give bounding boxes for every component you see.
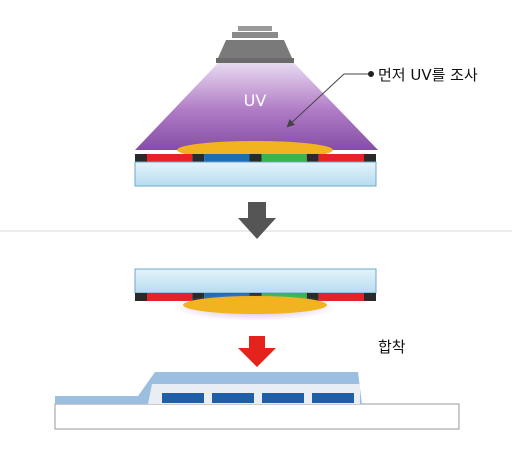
panel-cell bbox=[212, 393, 254, 403]
glass-substrate-flipped bbox=[134, 268, 377, 294]
uv-callout-pointer bbox=[286, 73, 345, 128]
strip-top-pixel-black bbox=[306, 154, 319, 162]
strip-flipped-pixel-red bbox=[147, 293, 193, 301]
strip-flipped-pixel-black bbox=[364, 293, 376, 301]
uv-lamp bbox=[216, 26, 294, 63]
bonding-label: 합착 bbox=[378, 338, 406, 356]
panel-cell bbox=[262, 393, 304, 403]
resin-drop-flipped bbox=[183, 296, 327, 314]
glass-substrate-top bbox=[134, 161, 377, 187]
strip-flipped-pixel-red bbox=[318, 293, 364, 301]
panel-cells bbox=[162, 393, 354, 403]
strip-top-pixel-black bbox=[135, 154, 147, 162]
uv-label: UV bbox=[244, 91, 267, 110]
panel-cell bbox=[162, 393, 204, 403]
down-arrow-gray bbox=[238, 202, 276, 239]
pixel-strip-top bbox=[135, 154, 376, 162]
uv-callout-dot bbox=[368, 71, 374, 77]
panel-cell bbox=[312, 393, 354, 403]
strip-top-pixel-black bbox=[192, 154, 205, 162]
strip-top-pixel-green bbox=[261, 154, 307, 162]
strip-top-pixel-black bbox=[249, 154, 262, 162]
strip-top-pixel-black bbox=[364, 154, 376, 162]
base-panel bbox=[54, 403, 460, 430]
strip-top-pixel-red bbox=[147, 154, 193, 162]
down-arrow-red bbox=[238, 336, 276, 367]
strip-top-pixel-blue bbox=[204, 154, 250, 162]
uv-callout-label: 먼저 UV를 조사 bbox=[378, 66, 478, 84]
strip-flipped-pixel-black bbox=[135, 293, 147, 301]
uv-light-beam bbox=[135, 63, 378, 150]
strip-flipped-pixel-black bbox=[306, 293, 319, 301]
strip-top-pixel-red bbox=[318, 154, 364, 162]
